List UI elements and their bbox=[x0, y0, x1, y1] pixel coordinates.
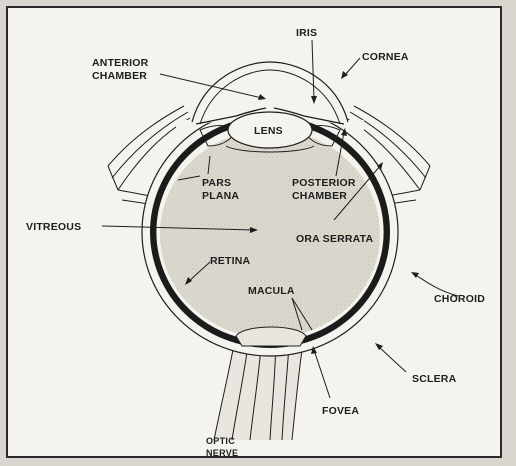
label-retina: RETINA bbox=[210, 255, 250, 267]
label-cornea: CORNEA bbox=[362, 51, 409, 63]
label-optic-nerve-line2: NERVE bbox=[206, 448, 238, 458]
label-iris: IRIS bbox=[296, 27, 317, 39]
label-sclera: SCLERA bbox=[412, 373, 457, 385]
label-lens: LENS bbox=[254, 125, 283, 137]
label-posterior-chamber-line1: POSTERIOR bbox=[292, 177, 356, 189]
label-posterior-chamber-line2: CHAMBER bbox=[292, 190, 347, 202]
label-pars-plana-line2: PLANA bbox=[202, 190, 239, 202]
label-anterior-chamber-line2: CHAMBER bbox=[92, 70, 147, 82]
label-macula: MACULA bbox=[248, 285, 295, 297]
label-pars-plana-line1: PARS bbox=[202, 177, 231, 189]
label-anterior-chamber-line1: ANTERIOR bbox=[92, 57, 149, 69]
label-fovea: FOVEA bbox=[322, 405, 359, 417]
label-vitreous: VITREOUS bbox=[26, 221, 81, 233]
label-optic-nerve-line1: OPTIC bbox=[206, 436, 235, 446]
label-choroid: CHOROID bbox=[434, 293, 485, 305]
label-ora-serrata: ORA SERRATA bbox=[296, 233, 373, 245]
